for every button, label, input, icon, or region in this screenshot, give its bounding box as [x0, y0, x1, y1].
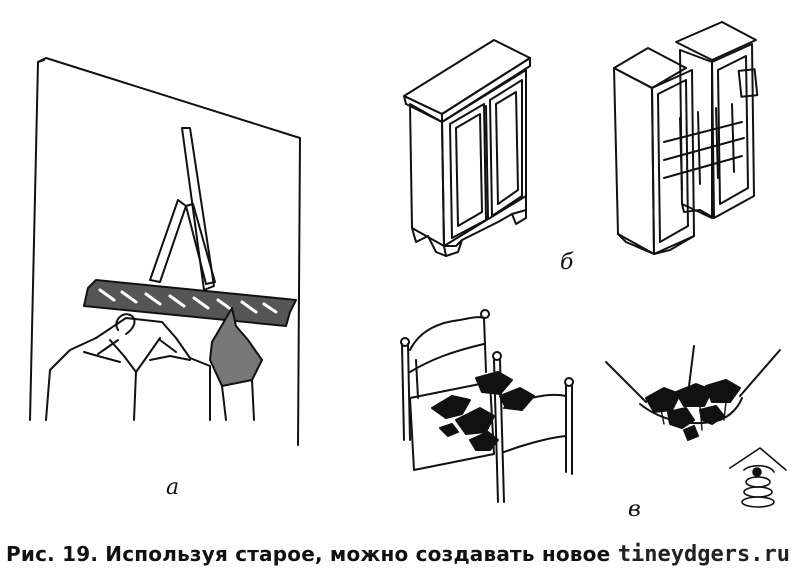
cairn-logo-icon: [729, 447, 787, 508]
figure-caption: Рис. 19. Используя старое, можно создава…: [6, 542, 611, 566]
hanging-net-with-toys-icon: [605, 345, 781, 441]
label-v: в: [628, 497, 641, 522]
label-b: б: [560, 250, 574, 275]
label-a: а: [166, 475, 180, 500]
watermark-text: tineydgers.ru: [617, 542, 790, 567]
rake-hanger-with-shirts-icon: [29, 57, 301, 446]
closed-wardrobe-icon: [403, 39, 531, 257]
open-wardrobe-with-shelves-icon: [613, 21, 759, 255]
toy-bed-with-toys-icon: [400, 309, 574, 503]
